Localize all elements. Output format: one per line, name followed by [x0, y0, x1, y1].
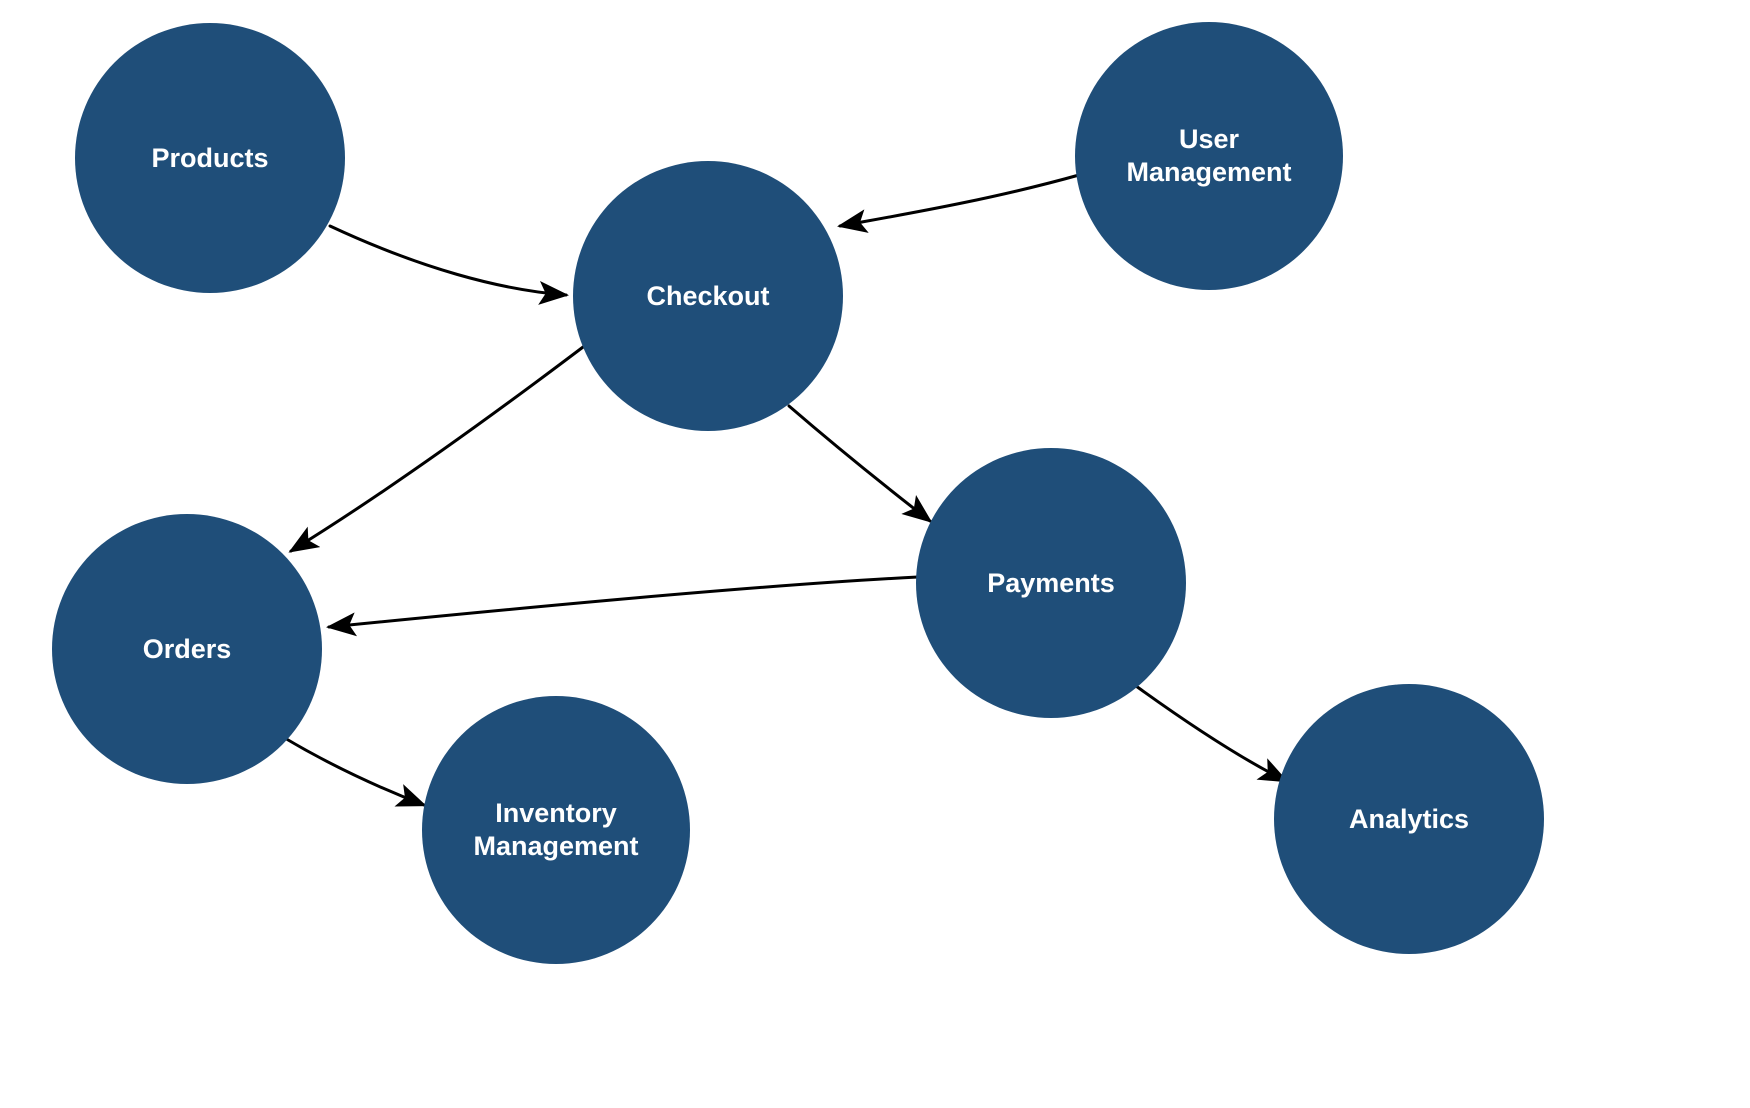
edge-payments-analytics [1134, 684, 1289, 783]
node-label-user_management: User Management [1126, 124, 1292, 187]
edge-products-checkout [328, 224, 569, 305]
edge-checkout-orders [288, 339, 593, 553]
node-inventory_management[interactable]: Inventory Management [422, 696, 690, 964]
node-label-checkout: Checkout [646, 280, 770, 311]
edge-orders-inventorymanagement [281, 735, 427, 807]
edge-usermanagement-checkout [837, 173, 1081, 233]
node-orders[interactable]: Orders [52, 514, 322, 784]
node-label-orders: Orders [142, 633, 232, 664]
edge-payments-orders [326, 575, 920, 637]
node-checkout[interactable]: Checkout [573, 161, 843, 431]
edge-checkout-payments [787, 404, 933, 523]
node-label-products: Products [151, 142, 269, 173]
node-payments[interactable]: Payments [916, 448, 1186, 718]
node-analytics[interactable]: Analytics [1274, 684, 1544, 954]
node-user_management[interactable]: User Management [1075, 22, 1343, 290]
edge-paths [281, 173, 1289, 807]
node-label-inventory_management: Inventory Management [473, 798, 639, 861]
node-label-analytics: Analytics [1348, 803, 1470, 834]
node-label-payments: Payments [987, 567, 1115, 598]
node-products[interactable]: Products [75, 23, 345, 293]
